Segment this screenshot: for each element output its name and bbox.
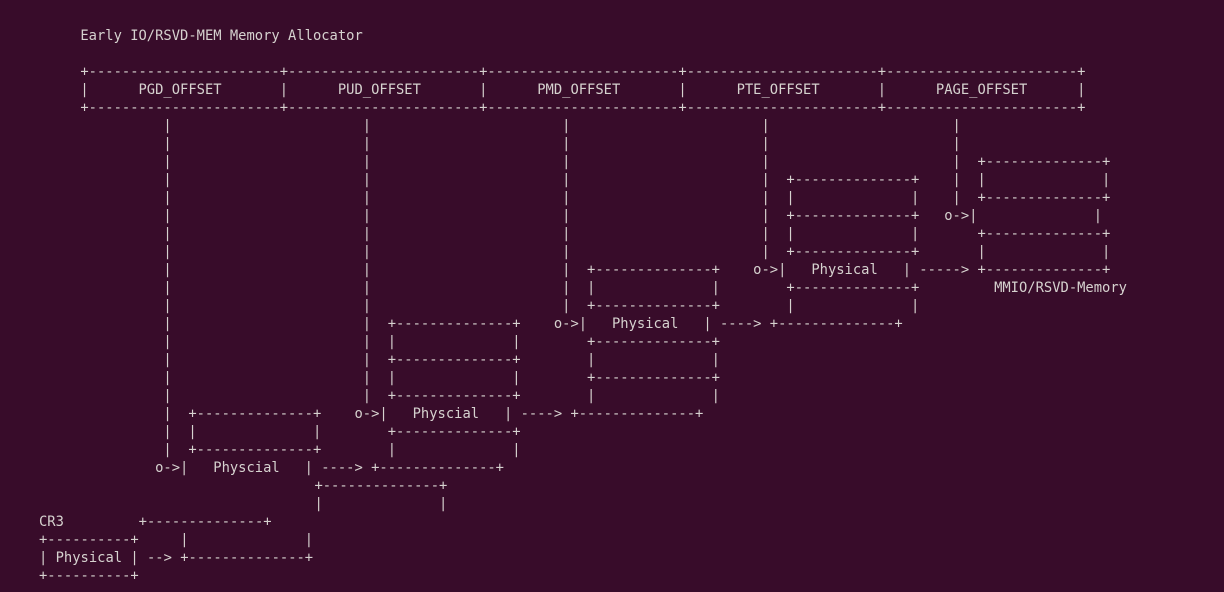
diagram-line: | | | | | +--------------+ MMIO/RSVD-Mem… [80, 280, 1127, 296]
diagram-line: | | | | +--------------+ o->| | [80, 208, 1103, 224]
diagram-line: | | | | | [80, 136, 961, 152]
diagram-line: CR3 +--------------+ [39, 514, 272, 530]
diagram-line: | | | | +--------------+ | | [80, 244, 1111, 260]
diagram-line: | | +--------------+ | | [80, 388, 720, 404]
diagram-line: | | | | | +--------------+ [80, 154, 1111, 170]
diagram-line: +----------+ [39, 568, 139, 584]
diagram-line: +-----------------------+---------------… [80, 100, 1086, 116]
diagram-line: | | | | | | +--------------+ [80, 226, 1111, 242]
diagram-line: | | | | | [80, 118, 961, 134]
diagram-line: | | | | +--------------+ [80, 370, 720, 386]
diagram-line: +----------+ | | [39, 532, 314, 548]
diagram-line: | | | | +--------------+ [80, 334, 720, 350]
diagram-line: | +--------------+ | | [80, 442, 521, 458]
diagram-line: o->| Physcial | ----> +--------------+ [80, 460, 504, 476]
diagram-line: | | | +--------------+ o->| Physical | -… [80, 262, 1111, 278]
diagram-line: +--------------+ [214, 478, 448, 494]
diagram-line: +-----------------------+---------------… [80, 64, 1086, 80]
diagram-line: | | | | | | | +--------------+ [80, 190, 1111, 206]
diagram-line: | | +--------------+ | | [80, 352, 720, 368]
diagram-line: | | [214, 496, 448, 512]
diagram-line: | | | +--------------+ | | [80, 298, 920, 314]
diagram-line: | | +--------------+ o->| Physical | ---… [80, 316, 903, 332]
diagram-line: | | | +--------------+ [80, 424, 521, 440]
diagram-line: | PGD_OFFSET | PUD_OFFSET | PMD_OFFSET |… [80, 82, 1086, 98]
diagram-title: Early IO/RSVD-MEM Memory Allocator [80, 28, 363, 44]
diagram-line: | | | | +--------------+ | | | [80, 172, 1111, 188]
diagram-line: | +--------------+ o->| Physcial | ---->… [80, 406, 704, 422]
diagram-line: | Physical | --> +--------------+ [39, 550, 314, 566]
